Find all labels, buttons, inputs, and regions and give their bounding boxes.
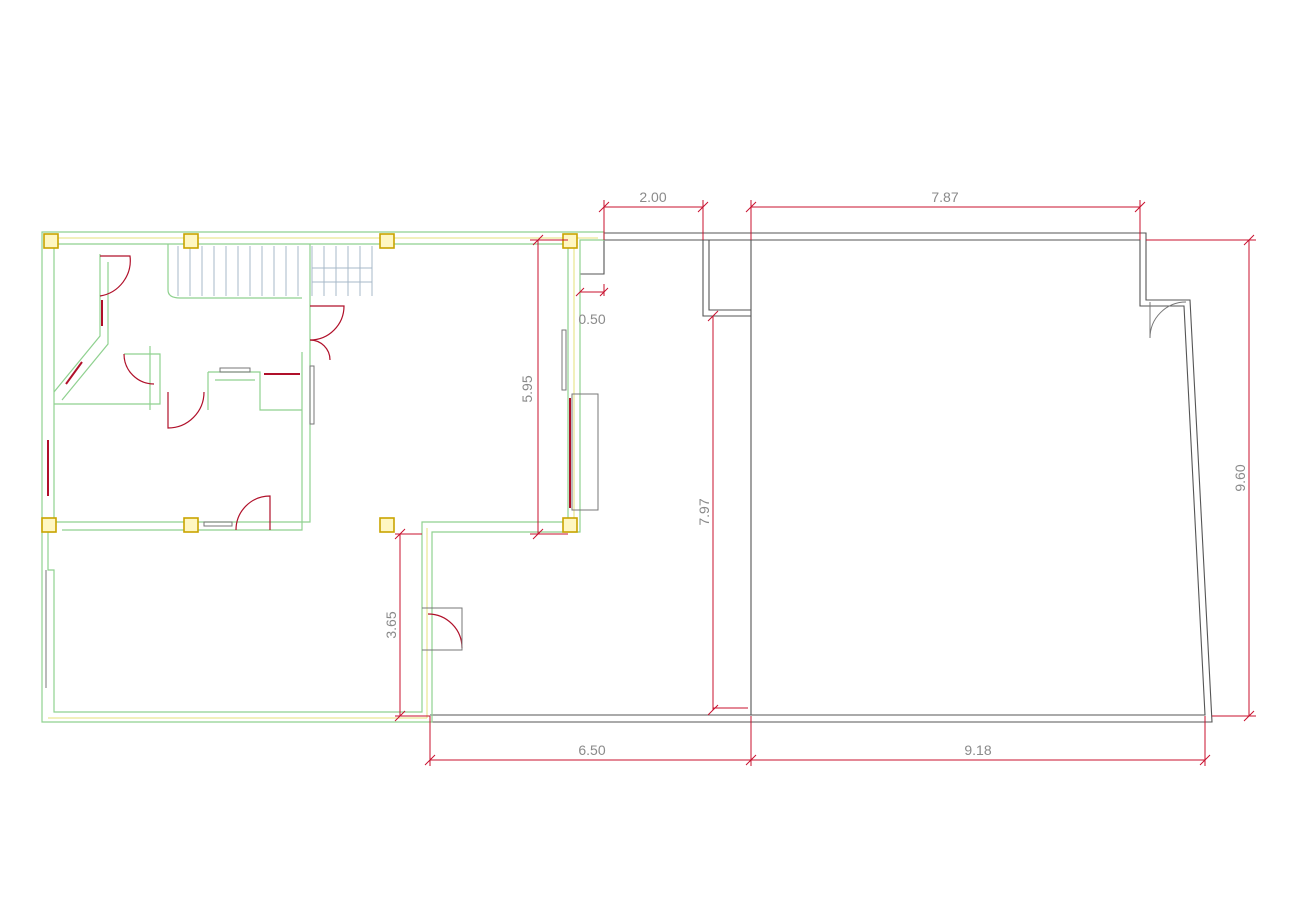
plot-outline	[430, 232, 1213, 723]
dim-label-small: 0.50	[578, 311, 605, 327]
dim-label-bottom-right: 9.18	[964, 742, 991, 758]
dim-label-bottom-left: 6.50	[578, 742, 605, 758]
dimension-labels: 2.00 7.87 0.50 5.95 3.65 7.97 9.60 6.50 …	[383, 189, 1248, 758]
columns	[41, 233, 578, 533]
dimension-lines	[394, 200, 1256, 766]
dim-label-house-height: 5.95	[519, 375, 535, 402]
dim-label-garden-height: 3.65	[383, 611, 399, 638]
doors	[99, 255, 463, 651]
dim-label-top-right: 7.87	[931, 189, 958, 205]
dim-label-inner-height: 7.97	[696, 498, 712, 525]
dim-label-right-height: 9.60	[1232, 464, 1248, 491]
windows	[45, 300, 599, 688]
dim-label-top-left: 2.00	[639, 189, 666, 205]
staircase	[177, 246, 373, 296]
